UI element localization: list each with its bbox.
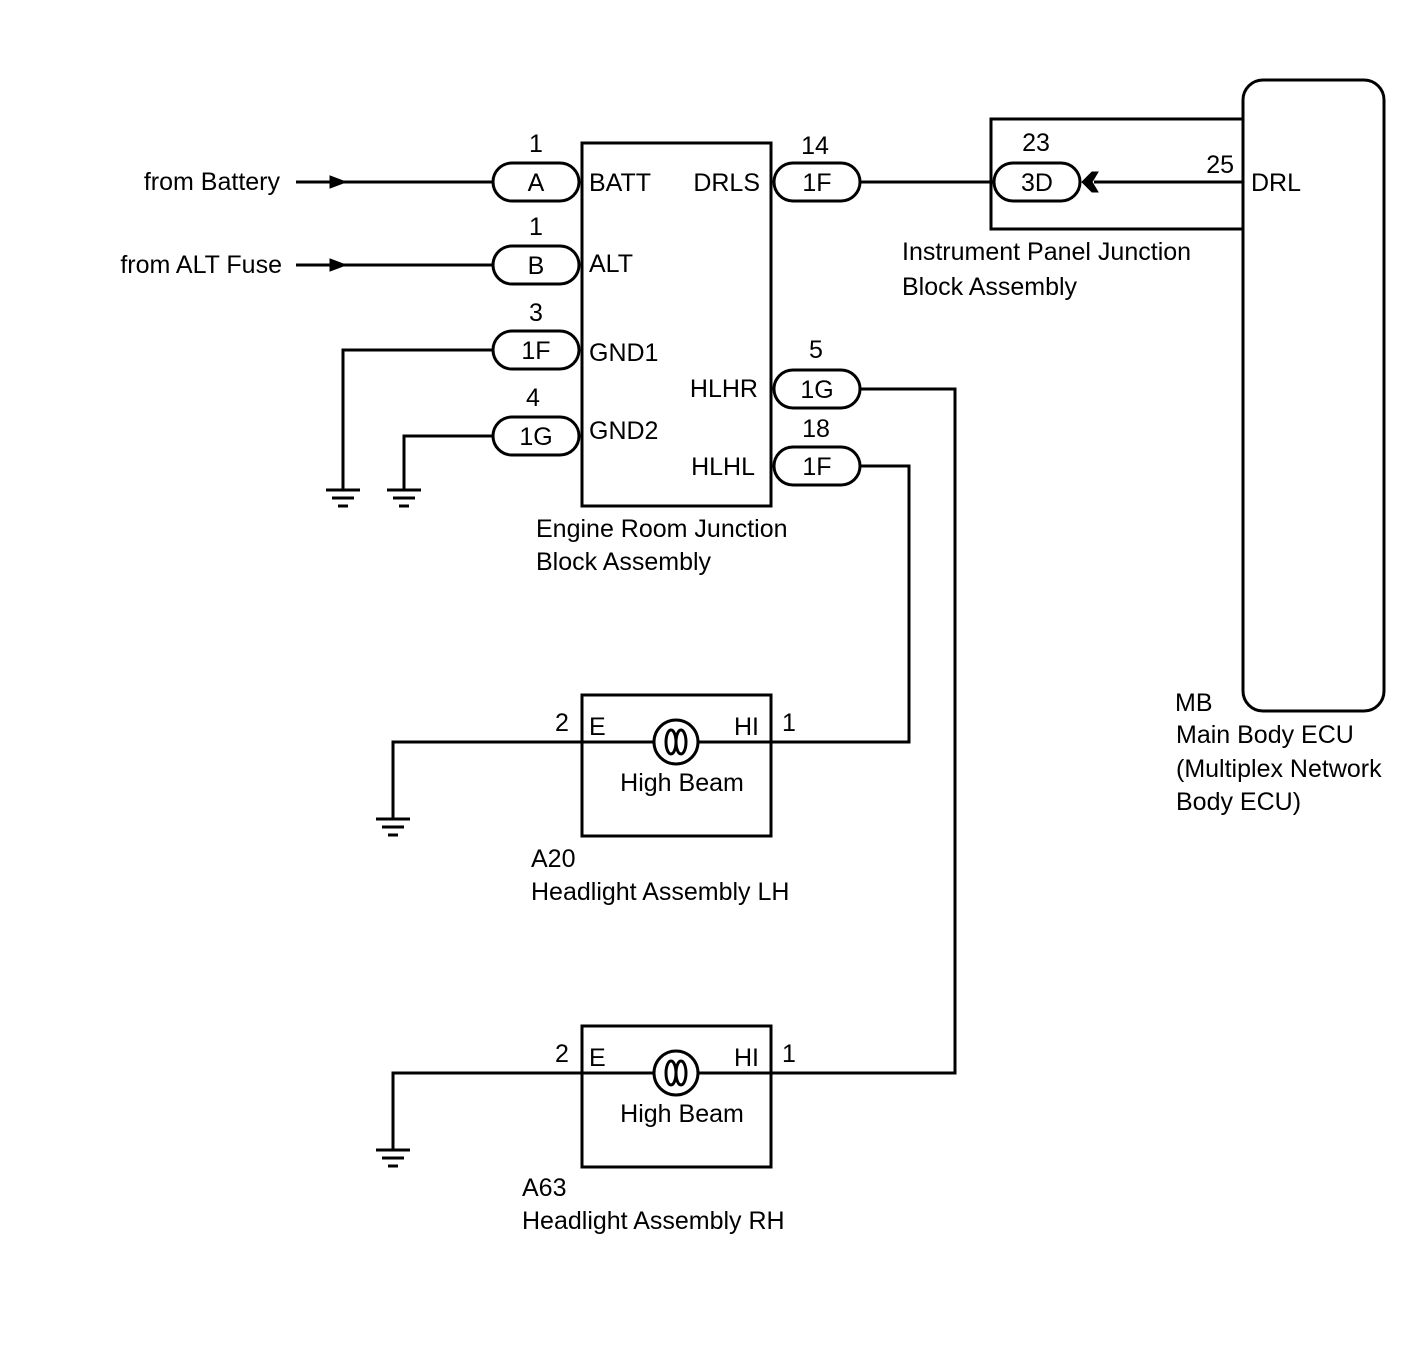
ipjb-connector-label: 3D [1021,169,1053,197]
headlight-lh-e-pin-label: E [589,713,606,741]
gnd1-pin-label: GND1 [589,339,658,367]
headlight-lh-box [580,693,773,838]
headlight-lh-bulb-icon [652,718,700,766]
headlight-rh-ground-icon [374,1144,412,1168]
batt-connector [491,161,581,203]
alt-fuse-arrow-icon [329,258,348,272]
headlight-rh-e-pin-label: E [589,1044,606,1072]
alt-connector [491,244,581,286]
headlight-lh-e-pin-number: 2 [555,709,569,737]
ecu-pin-number: 25 [1206,151,1234,179]
drls-pin-label: DRLS [693,169,760,197]
ecu-name-line1: Main Body ECU [1176,721,1354,749]
ipjb-name-line1: Instrument Panel Junction [902,238,1191,266]
headlight-rh-ground-wire [391,1071,653,1146]
gnd2-pin-label: GND2 [589,417,658,445]
engine-room-junction-block [580,141,773,508]
headlight-rh-lamp-label: High Beam [620,1100,744,1128]
engine-room-jb-name-line1: Engine Room Junction [536,515,788,543]
alt-connector-label: B [528,252,545,280]
hlhl-pin-number: 18 [802,415,830,443]
headlight-rh-bulb-icon [652,1049,700,1097]
ecu-name-line3: Body ECU) [1176,788,1301,816]
gnd1-connector-label: 1F [521,337,550,365]
headlight-lh-ground-icon [374,813,412,837]
hlhl-pin-label: HLHL [691,453,755,481]
headlight-rh-code: A63 [522,1174,566,1202]
ipjb-name-line2: Block Assembly [902,273,1078,301]
from-alt-fuse-label: from ALT Fuse [120,251,282,279]
main-body-ecu-box [1241,78,1386,713]
gnd2-connector-label: 1G [519,423,552,451]
gnd1-ground-icon [324,484,362,508]
gnd1-pin-number: 3 [529,299,543,327]
hlhr-pin-label: HLHR [690,375,758,403]
headlight-lh-hi-pin-label: HI [734,713,759,741]
gnd1-wire [341,348,493,486]
hlhl-connector-label: 1F [802,453,831,481]
drls-pin-number: 14 [801,132,829,160]
headlight-rh-name: Headlight Assembly RH [522,1207,785,1235]
hlhl-wire [771,464,911,744]
from-battery-label: from Battery [144,168,281,196]
ipjb-pin-number: 23 [1022,129,1050,157]
headlight-lh-code: A20 [531,845,575,873]
gnd2-ground-icon [385,484,423,508]
ecu-code: MB [1175,689,1213,717]
ecu-name-line2: (Multiplex Network [1176,755,1382,783]
batt-connector-label: A [528,169,545,197]
batt-pin-label: BATT [589,169,651,197]
headlight-rh-box [580,1024,773,1169]
ecu-pin-label: DRL [1251,169,1301,197]
headlight-rh-hi-pin-number: 1 [782,1040,796,1068]
hlhr-connector-label: 1G [800,376,833,404]
alt-pin-label: ALT [589,250,633,278]
engine-room-jb-name-line2: Block Assembly [536,548,712,576]
headlight-lh-hi-pin-number: 1 [782,709,796,737]
batt-pin-number: 1 [529,130,543,158]
headlight-lh-ground-wire [391,740,653,815]
headlight-rh-hi-pin-label: HI [734,1044,759,1072]
gnd2-pin-number: 4 [526,384,540,412]
alt-pin-number: 1 [529,213,543,241]
battery-arrow-icon [329,175,348,189]
headlight-lh-name: Headlight Assembly LH [531,878,789,906]
ipjb-terminal-arrow-icon [1081,171,1099,193]
hlhr-pin-number: 5 [809,336,823,364]
drls-connector-label: 1F [802,169,831,197]
headlight-rh-e-pin-number: 2 [555,1040,569,1068]
headlight-lh-lamp-label: High Beam [620,769,744,797]
hlhr-wire [771,387,957,1075]
gnd2-wire [402,434,493,486]
ipjb-connector [992,161,1082,203]
